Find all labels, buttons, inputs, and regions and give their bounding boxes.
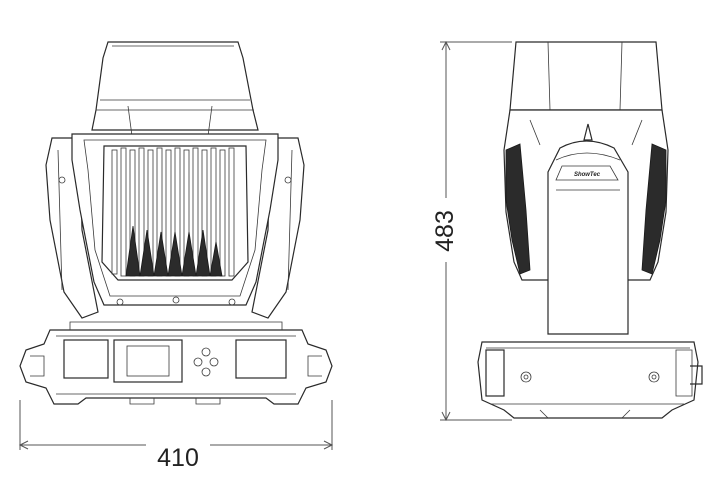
height-dimension-label: 483: [431, 210, 459, 252]
head-top-shell: [91, 41, 259, 131]
control-buttons: [193, 347, 219, 377]
screw-icon: [228, 298, 236, 306]
heatsink-frame: [101, 145, 249, 281]
brand-logo: ShowTec: [574, 172, 601, 178]
heatsink-fins: [111, 147, 235, 277]
vent-right: [641, 143, 667, 275]
screw-icon: [172, 296, 180, 304]
screw-icon: [116, 298, 124, 306]
width-dimension: 410: [18, 400, 334, 472]
screw-icon: [648, 371, 660, 383]
yoke-arm: [547, 140, 629, 335]
side-view: ShowTec 483: [431, 40, 703, 422]
base-side-panel: [485, 349, 505, 397]
up-button-icon: [201, 347, 211, 357]
heatsink-shadow: [125, 225, 223, 277]
vent-left: [505, 143, 531, 275]
base: [477, 341, 699, 419]
top-tab: [583, 123, 593, 141]
right-button-icon: [209, 357, 219, 367]
height-dimension: 483: [431, 40, 512, 422]
front-view: 410: [18, 41, 334, 472]
display-panel: [113, 339, 183, 383]
base-window-left: [63, 339, 109, 379]
display-screen: [126, 345, 170, 377]
down-button-icon: [201, 367, 211, 377]
base: [19, 329, 333, 405]
head-top-cylinder: [509, 41, 663, 111]
screw-icon: [520, 371, 532, 383]
side-handle: [690, 365, 703, 385]
width-dimension-label: 410: [157, 444, 199, 472]
base-window-right: [235, 339, 287, 379]
left-button-icon: [193, 357, 203, 367]
